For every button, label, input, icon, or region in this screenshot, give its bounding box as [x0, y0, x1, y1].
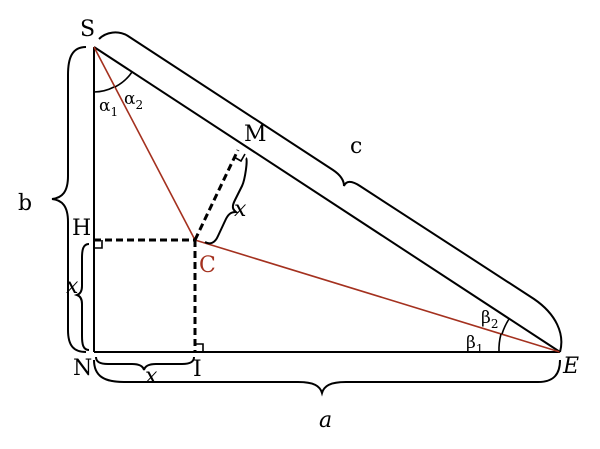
right-angle-i: [195, 343, 204, 352]
red-lines: [93, 46, 561, 353]
right-angle-m: [233, 153, 246, 163]
label-a: a: [319, 408, 332, 433]
arc-beta2: [501, 318, 510, 335]
label-i: I: [193, 357, 202, 382]
arc-beta1: [498, 333, 502, 353]
right-angle-h: [94, 240, 103, 249]
side-se: [93, 46, 561, 353]
label-b: b: [18, 191, 32, 216]
label-x-nh: x: [66, 274, 79, 299]
label-beta1: β1: [466, 333, 483, 356]
brace-x-cm: [204, 157, 248, 245]
label-beta2: β2: [481, 308, 498, 331]
arc-alpha2: [114, 71, 133, 88]
label-x-ni: x: [145, 364, 158, 389]
label-h: H: [72, 216, 91, 241]
brace-c: [98, 31, 563, 353]
label-alpha1: α1: [99, 96, 118, 119]
line-sc: [93, 46, 196, 241]
arc-alpha1: [93, 86, 115, 93]
label-n: N: [73, 356, 92, 381]
brace-a: [93, 359, 561, 397]
label-alpha2: α2: [124, 89, 143, 112]
line-ce: [194, 239, 561, 353]
label-c-side: c: [350, 134, 362, 159]
dashed-perpendiculars: [94, 149, 240, 352]
brace-b: [51, 46, 87, 353]
angle-arcs: [93, 71, 510, 353]
brace-x-nh: [73, 243, 90, 351]
label-m: M: [244, 122, 267, 147]
triangle-sne: [93, 46, 561, 353]
brace-x-ni: [95, 356, 195, 371]
label-x-cm: x: [234, 197, 247, 222]
label-c: C: [199, 253, 216, 278]
dashed-cm: [193, 149, 240, 241]
label-s: S: [80, 17, 95, 42]
braces: [51, 31, 563, 397]
right-angle-markers: [94, 153, 246, 352]
label-e: E: [562, 354, 579, 379]
